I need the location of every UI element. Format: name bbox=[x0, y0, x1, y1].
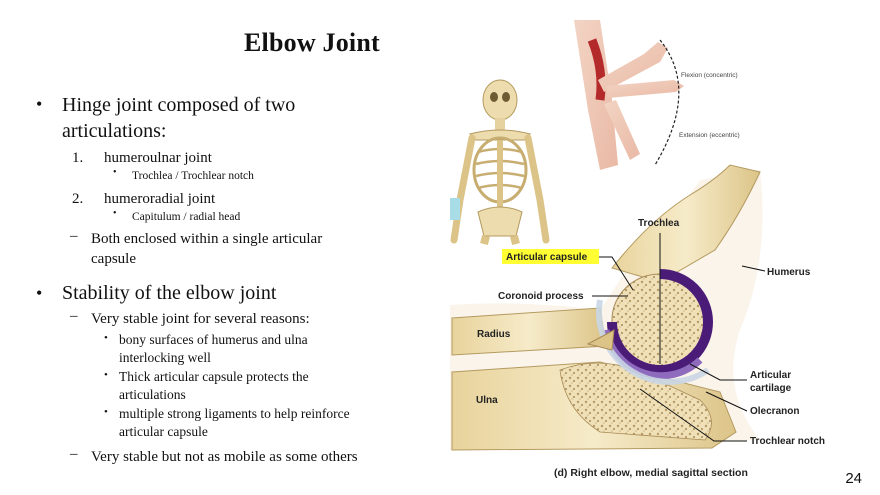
bullet-dot: • bbox=[113, 167, 117, 178]
list-item-humeroradial: humeroradial joint bbox=[104, 191, 216, 207]
sub-item-trochlea: Trochlea / Trochlear notch bbox=[132, 170, 254, 182]
dash-item-single-capsule: Both enclosed within a single articular … bbox=[91, 231, 323, 267]
dash-item-very-stable: Very stable joint for several reasons: bbox=[91, 311, 310, 327]
highlight-box bbox=[502, 249, 599, 264]
bullet-hinge-joint: Hinge joint composed of two articulation… bbox=[62, 94, 296, 142]
bullet-dot: • bbox=[113, 208, 117, 219]
label-humerus: Humerus bbox=[767, 267, 811, 278]
bullet-dot: • bbox=[104, 406, 108, 418]
bullet-stability: Stability of the elbow joint bbox=[62, 282, 277, 304]
label-flexion: Flexion (concentric) bbox=[681, 72, 738, 79]
label-extension: Extension (eccentric) bbox=[679, 132, 740, 139]
skeleton-illustration bbox=[450, 79, 550, 245]
figure-caption: (d) Right elbow, medial sagittal section bbox=[554, 467, 748, 479]
label-ulna: Ulna bbox=[476, 395, 498, 406]
bullet-dot: • bbox=[104, 332, 108, 344]
sub-item-bony-surfaces: bony surfaces of humerus and ulna interl… bbox=[119, 332, 308, 365]
slide-title: Elbow Joint bbox=[244, 28, 380, 57]
label-coronoid-process: Coronoid process bbox=[498, 291, 584, 302]
sub-item-thick-capsule: Thick articular capsule protects the art… bbox=[119, 369, 309, 402]
sub-item-capitulum: Capitulum / radial head bbox=[132, 211, 241, 223]
label-olecranon: Olecranon bbox=[750, 406, 799, 417]
label-cartilage: cartilage bbox=[750, 383, 792, 394]
list-marker-1: 1. bbox=[72, 150, 84, 166]
list-marker-2: 2. bbox=[72, 191, 84, 207]
label-trochlea: Trochlea bbox=[638, 218, 680, 229]
page-number: 24 bbox=[845, 470, 862, 487]
leader-lines bbox=[592, 233, 766, 442]
label-articular-capsule: Articular capsule bbox=[506, 252, 588, 263]
bullet-dot: • bbox=[36, 283, 43, 303]
label-articular: Articular bbox=[750, 370, 791, 381]
label-trochlear-notch: Trochlear notch bbox=[750, 436, 825, 447]
dash-marker: – bbox=[70, 446, 78, 462]
sub-item-ligaments: multiple strong ligaments to help reinfo… bbox=[119, 406, 350, 439]
bullet-dot: • bbox=[104, 369, 108, 381]
label-radius: Radius bbox=[477, 329, 511, 340]
dash-marker: – bbox=[70, 308, 78, 324]
dash-marker: – bbox=[70, 228, 78, 244]
bullet-dot: • bbox=[36, 94, 43, 114]
dash-item-not-mobile: Very stable but not as mobile as some ot… bbox=[91, 449, 358, 465]
list-item-humeroulnar: humeroulnar joint bbox=[104, 150, 212, 166]
arm-flexion-inset: Flexion (concentric) Extension (eccentri… bbox=[574, 20, 740, 170]
